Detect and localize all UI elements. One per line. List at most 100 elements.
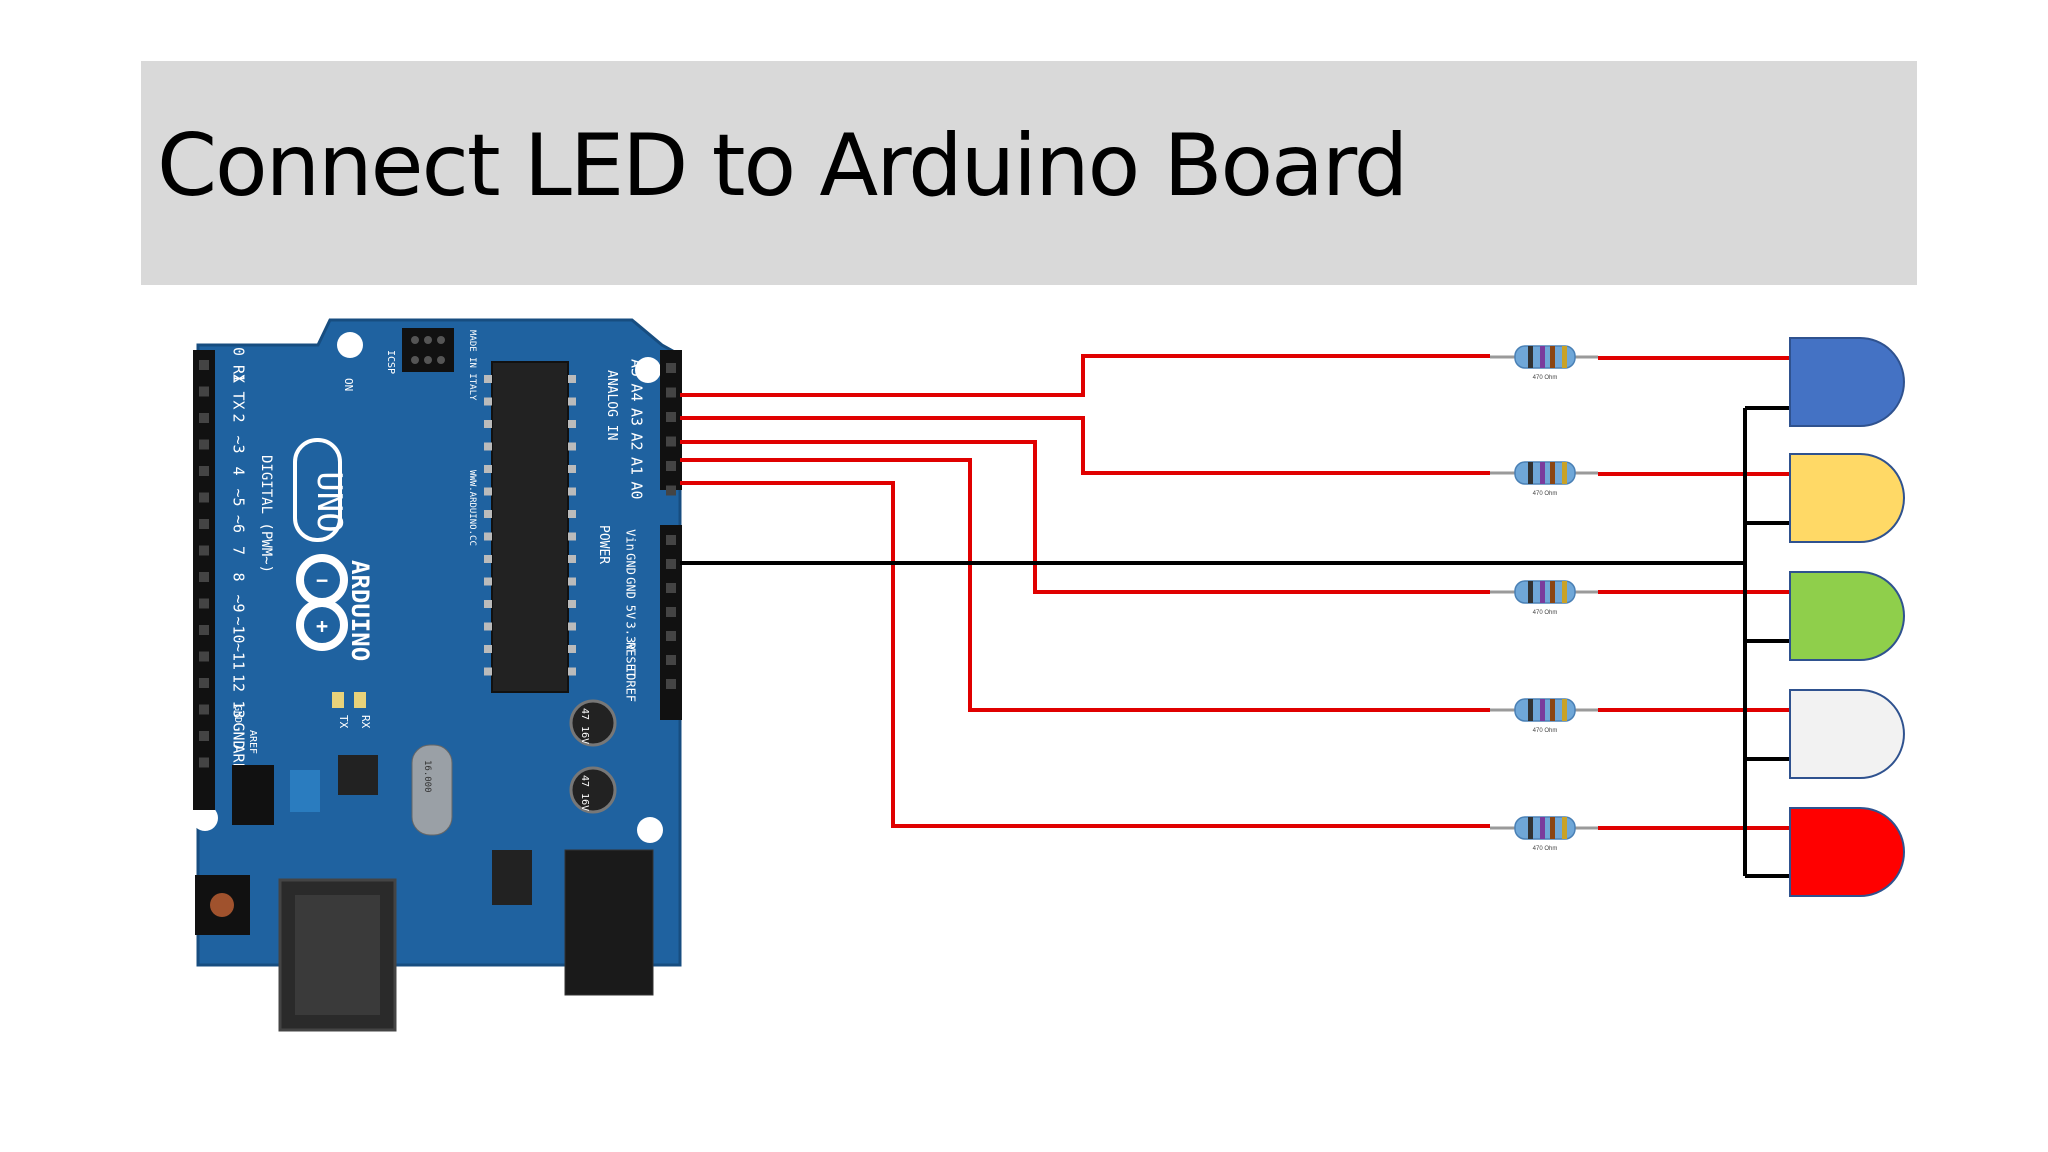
resistors: 470 Ohm 470 Ohm 470 Ohm 470 Ohm 470 Ohm bbox=[1490, 345, 1598, 852]
resistor-band bbox=[1562, 817, 1567, 839]
digital-pin-label: 0 RX bbox=[230, 347, 248, 383]
resistor-band bbox=[1562, 462, 1567, 484]
power-pin-label: IOREF bbox=[624, 666, 638, 702]
signal-wire bbox=[680, 416, 1490, 475]
analog-pin-hole bbox=[666, 363, 676, 373]
svg-text:47 16V: 47 16V bbox=[579, 775, 590, 811]
power-pin-hole bbox=[666, 679, 676, 689]
analog-pin-hole bbox=[666, 387, 676, 398]
digital-pin-label: 2 bbox=[230, 413, 248, 422]
title-bar: Connect LED to Arduino Board bbox=[141, 61, 1917, 285]
digital-pin-label: GND bbox=[230, 722, 248, 749]
digital-pin-label: ~5 bbox=[230, 488, 248, 506]
digital-pin-label: ~3 bbox=[230, 435, 248, 453]
analog-pin-label: A3 bbox=[628, 408, 646, 426]
digital-pin-hole bbox=[199, 413, 209, 423]
website-label: WWW.ARDUINO.CC bbox=[467, 470, 477, 546]
slide-title: Connect LED to Arduino Board bbox=[157, 116, 1408, 216]
resistor-band bbox=[1528, 817, 1533, 839]
signal-wire bbox=[680, 481, 1490, 828]
resistor-label: 470 Ohm bbox=[1533, 728, 1558, 734]
digital-pin-label: 4 bbox=[230, 466, 248, 475]
resistor-band bbox=[1528, 581, 1533, 603]
resistor-band bbox=[1550, 581, 1555, 603]
analog-pin-label: A0 bbox=[628, 481, 646, 499]
digital-pin-hole bbox=[199, 678, 209, 688]
analog-pin-label: A4 bbox=[628, 383, 646, 401]
led-red bbox=[1789, 807, 1905, 897]
resistor: 470 Ohm bbox=[1490, 461, 1598, 497]
led-white bbox=[1789, 689, 1905, 779]
solder-pads bbox=[290, 770, 320, 812]
on-led-label: ON bbox=[342, 378, 355, 391]
resistor-band bbox=[1528, 699, 1533, 721]
uno-text: UNO bbox=[309, 471, 349, 532]
digital-pin-hole bbox=[199, 439, 209, 450]
power-pin-hole bbox=[666, 535, 676, 545]
digital-pin-hole bbox=[199, 519, 209, 529]
aref-label: AREF bbox=[247, 730, 258, 754]
analog-pin-label: A1 bbox=[628, 457, 646, 475]
resistor-band bbox=[1562, 699, 1567, 721]
capacitor: 47 16V bbox=[569, 699, 617, 747]
resistor-band bbox=[1540, 817, 1545, 839]
usb-chip bbox=[338, 755, 378, 795]
resistor-label: 470 Ohm bbox=[1533, 491, 1558, 497]
digital-pin-label: ~10 bbox=[230, 616, 248, 643]
digital-pin-hole bbox=[199, 545, 209, 556]
wires bbox=[680, 354, 1790, 878]
icsp2-header bbox=[232, 765, 274, 825]
power-pin-label: GND bbox=[624, 577, 638, 599]
analog-in-label: ANALOG IN bbox=[604, 370, 619, 440]
svg-text:−: − bbox=[316, 568, 328, 592]
resistor: 470 Ohm bbox=[1490, 345, 1598, 381]
resistor-band bbox=[1540, 581, 1545, 603]
digital-pin-hole bbox=[199, 598, 209, 609]
digital-pin-label: ~6 bbox=[230, 515, 248, 533]
power-label: POWER bbox=[596, 525, 611, 564]
tx-label: TX bbox=[337, 715, 350, 729]
digital-pin-label: ~11 bbox=[230, 643, 248, 670]
signal-wire bbox=[680, 354, 1490, 397]
resistor-band bbox=[1528, 346, 1533, 368]
led-blue bbox=[1789, 337, 1905, 427]
resistor-band bbox=[1550, 817, 1555, 839]
digital-label: DIGITAL (PWM~) bbox=[258, 455, 274, 573]
mount-hole bbox=[337, 332, 363, 358]
led-yellow bbox=[1789, 453, 1905, 543]
arduino-brand-text: ARDUINO bbox=[346, 560, 374, 661]
made-in-label: MADE IN ITALY bbox=[467, 330, 477, 401]
mount-hole bbox=[637, 817, 663, 843]
svg-text:47 16V: 47 16V bbox=[579, 708, 590, 744]
signal-wire bbox=[680, 440, 1490, 594]
power-pin-hole bbox=[666, 559, 676, 569]
resistor-label: 470 Ohm bbox=[1533, 846, 1558, 852]
analog-pin-hole bbox=[666, 436, 676, 447]
resistor-band bbox=[1550, 699, 1555, 721]
resistor: 470 Ohm bbox=[1490, 698, 1598, 734]
analog-pin-hole bbox=[666, 461, 676, 471]
resistor-label: 470 Ohm bbox=[1533, 610, 1558, 616]
power-pin-hole bbox=[666, 607, 676, 617]
digital-pin-hole bbox=[199, 466, 209, 476]
resistor-band bbox=[1540, 462, 1545, 484]
digital-pin-hole bbox=[199, 572, 209, 582]
leds bbox=[1789, 337, 1905, 897]
digital-pin-label: 1 TX bbox=[230, 373, 248, 409]
crystal bbox=[411, 744, 453, 836]
analog-pin-label: A5 bbox=[628, 359, 646, 377]
digital-pin-hole bbox=[199, 651, 209, 662]
digital-pin-hole bbox=[199, 386, 209, 397]
resistor-band bbox=[1562, 346, 1567, 368]
digital-pin-hole bbox=[199, 492, 209, 503]
resistor: 470 Ohm bbox=[1490, 580, 1598, 616]
digital-pin-hole bbox=[199, 704, 209, 715]
digital-pin-hole bbox=[199, 757, 209, 768]
icsp-label: ICSP bbox=[385, 350, 396, 374]
led-green bbox=[1789, 571, 1905, 661]
power-pin-label: GND bbox=[624, 553, 638, 575]
resistor-band bbox=[1550, 462, 1555, 484]
voltage-regulator bbox=[492, 850, 532, 905]
analog-pin-label: A2 bbox=[628, 432, 646, 450]
